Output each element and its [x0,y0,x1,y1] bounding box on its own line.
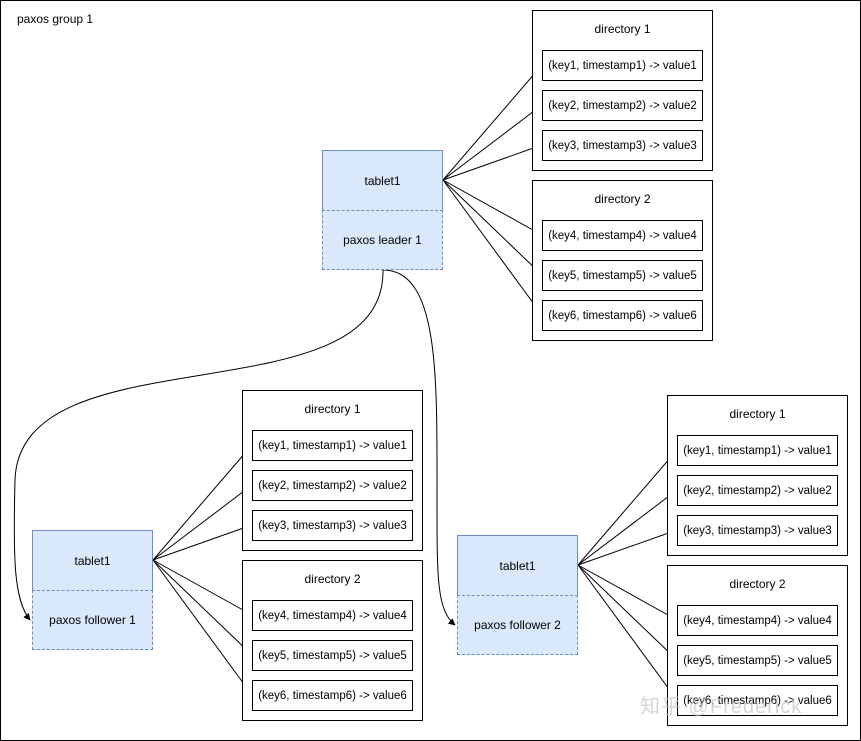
replication-arrow-0-1 [442,104,543,181]
kv-entry: (key2, timestamp2) -> value2 [677,475,838,506]
kv-entry: (key5, timestamp5) -> value5 [542,260,703,291]
directory-title: directory 1 [304,402,361,416]
kv-entry: (key6, timestamp6) -> value6 [542,300,703,331]
kv-entry: (key3, timestamp3) -> value3 [252,510,413,541]
follower2-role-box: paxos follower 2 [457,595,578,655]
kv-entry: (key4, timestamp4) -> value4 [252,600,413,631]
kv-entry: (key3, timestamp3) -> value3 [677,515,838,546]
replication-arrow-1-4 [152,559,253,656]
replication-arrow-0-0 [442,64,543,181]
replication-arrow-1-5 [152,559,253,696]
follower1-role-box: paxos follower 1 [32,590,153,650]
watermark: 知乎 @Frederick [640,696,803,718]
kv-entry: (key2, timestamp2) -> value2 [252,470,413,501]
replication-arrow-2-5 [577,564,678,701]
kv-entry: (key5, timestamp5) -> value5 [677,645,838,676]
kv-entry: (key1, timestamp1) -> value1 [252,430,413,461]
replication-arrow-0-5 [442,179,543,316]
directory-title: directory 1 [594,22,651,36]
kv-entry: (key5, timestamp5) -> value5 [252,640,413,671]
replication-arrow-2-1 [577,489,678,566]
kv-entry: (key4, timestamp4) -> value4 [677,605,838,636]
leader-role-box: paxos leader 1 [322,210,443,270]
replication-arrow-1-1 [152,484,253,561]
leader-to-follower1-arrow [13,269,384,621]
directory-title: directory 1 [729,407,786,421]
directory-title: directory 2 [594,192,651,206]
replication-arrow-2-2 [577,528,678,566]
kv-entry: (key4, timestamp4) -> value4 [542,220,703,251]
replication-arrow-0-4 [442,179,543,276]
paxos-group-label: paxos group 1 [17,12,94,26]
leader-to-follower2-arrow [382,269,456,626]
replication-arrow-1-3 [152,559,253,616]
kv-entry: (key1, timestamp1) -> value1 [677,435,838,466]
kv-entry: (key6, timestamp6) -> value6 [252,680,413,711]
replication-arrow-1-2 [152,523,253,561]
replication-arrow-1-0 [152,444,253,561]
directory-title: directory 2 [729,577,786,591]
follower1-tablet-box: tablet1 [32,530,153,591]
leader-tablet-box: tablet1 [322,150,443,211]
kv-entry: (key6, timestamp6) -> value6 [677,685,838,716]
replication-arrow-2-0 [577,449,678,566]
replication-arrow-2-3 [577,564,678,621]
replication-arrow-0-2 [442,143,543,181]
kv-entry: (key2, timestamp2) -> value2 [542,90,703,121]
follower2-tablet-box: tablet1 [457,535,578,596]
kv-entry: (key1, timestamp1) -> value1 [542,50,703,81]
directory-title: directory 2 [304,572,361,586]
replication-arrow-2-4 [577,564,678,661]
kv-entry: (key3, timestamp3) -> value3 [542,130,703,161]
replication-arrow-0-3 [442,179,543,236]
